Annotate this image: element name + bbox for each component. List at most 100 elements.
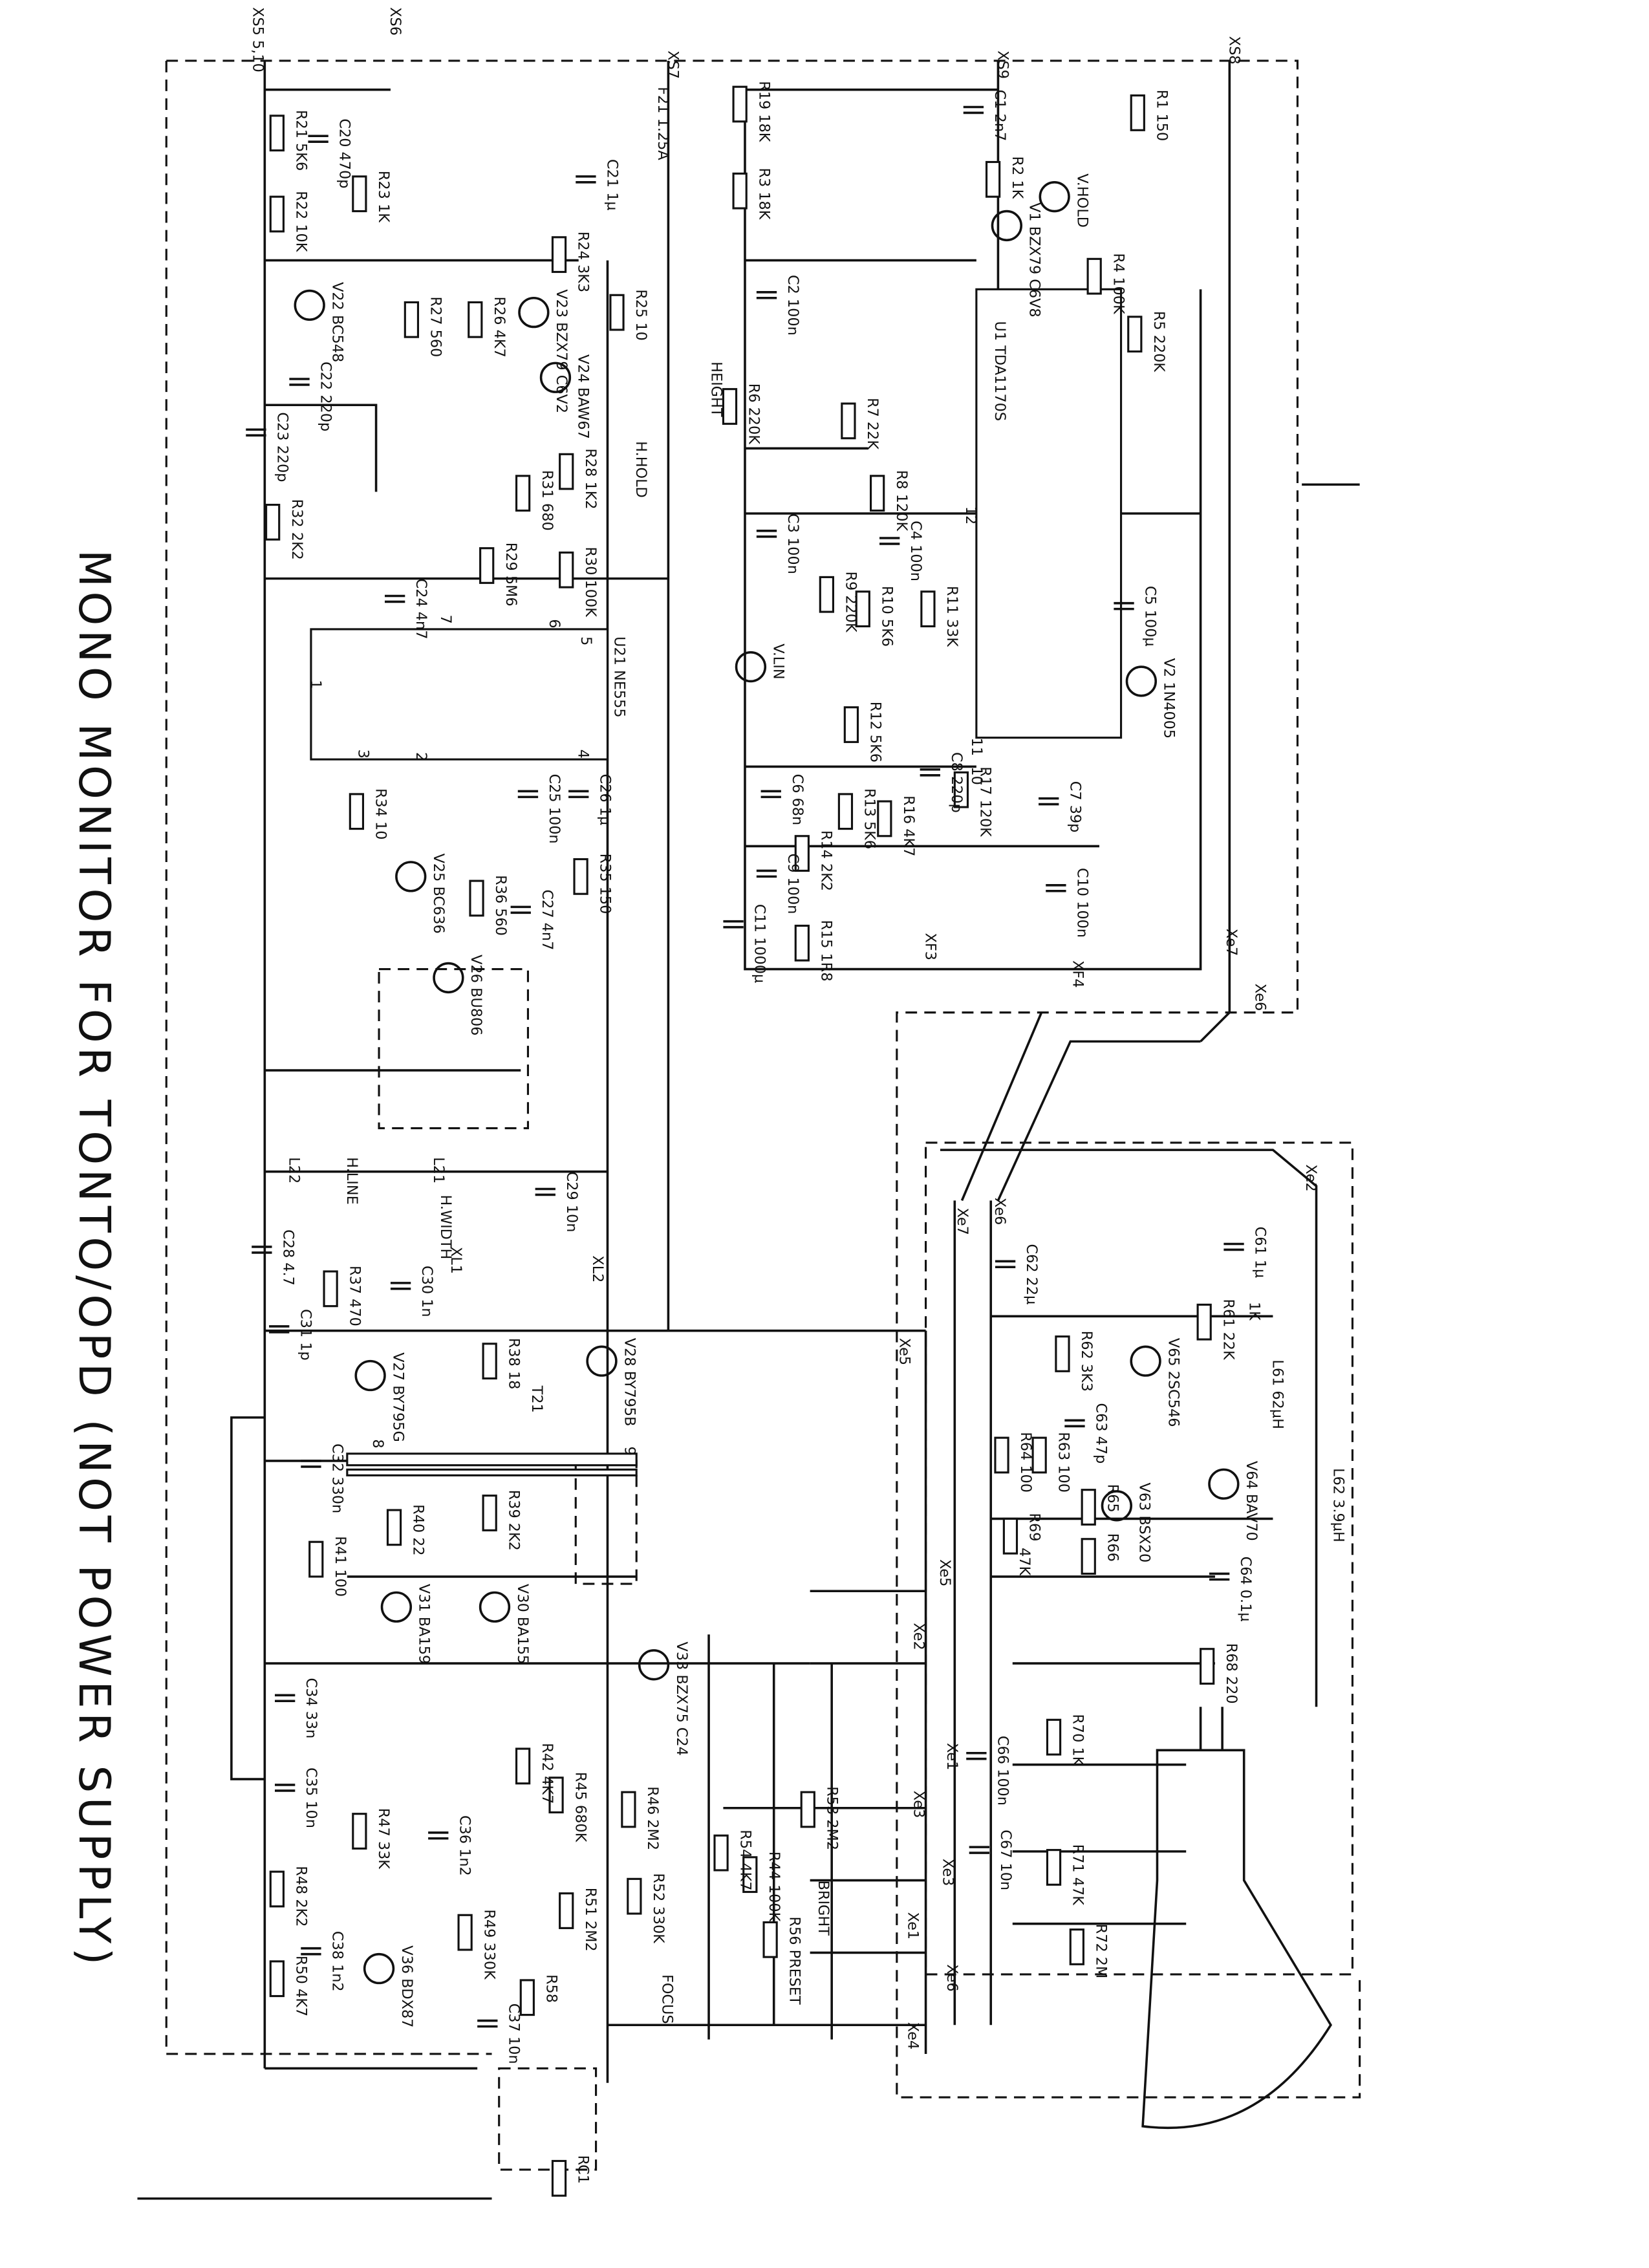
component-label: 9: [621, 1447, 638, 1456]
resistor-symbol: [1081, 1538, 1096, 1575]
component-label: HEIGHT: [708, 362, 725, 417]
capacitor-symbol: [1209, 1572, 1230, 1581]
resistor-symbol: [548, 1777, 564, 1814]
component-label: C36 1n2: [456, 1815, 473, 1876]
ic-u21-label: U21 NE555: [611, 636, 628, 717]
capacitor-symbol: [535, 1187, 555, 1196]
capacitor-symbol: [963, 105, 984, 114]
resistor-symbol: [482, 1495, 497, 1531]
component-label: R16 4K7: [900, 795, 917, 856]
capacitor-symbol: [760, 790, 781, 799]
resistor-symbol: [1031, 1436, 1047, 1474]
capacitor-symbol: [477, 2019, 498, 2028]
capacitor-symbol: [301, 1947, 321, 1956]
component-label: C22 220p: [318, 362, 334, 431]
component-label: Xe5: [936, 1559, 953, 1586]
semiconductor-symbol: [518, 296, 550, 329]
component-label: R71 47K: [1070, 1844, 1086, 1906]
semiconductor-symbol: [1208, 1468, 1240, 1500]
component-label: C26 1µ: [596, 774, 613, 826]
resistor-symbol: [482, 1343, 497, 1380]
component-label: R56 PRESET: [786, 1917, 803, 2005]
semiconductor-symbol: [380, 1591, 413, 1623]
component-label: C21 1µ: [603, 159, 620, 211]
component-label: R63 100: [1055, 1432, 1072, 1493]
component-label: XL1: [447, 1247, 464, 1274]
component-label: C4 100n: [907, 521, 924, 581]
resistor-symbol: [349, 793, 365, 830]
resistor-symbol: [920, 590, 936, 628]
component-label: R29 5M6: [502, 543, 519, 607]
component-label: C32 330n: [329, 1443, 345, 1513]
component-label: Xe6: [1252, 984, 1269, 1011]
component-label: C28 4.7: [279, 1229, 296, 1286]
component-label: FOCUS: [658, 1974, 675, 2024]
capacitor-symbol: [1039, 797, 1059, 806]
component-label: 12: [962, 506, 979, 524]
capacitor-symbol: [576, 175, 596, 184]
resistor-symbol: [551, 236, 567, 274]
resistor-symbol: [269, 1960, 285, 1998]
component-label: 11: [968, 738, 985, 756]
component-label: 10: [968, 766, 985, 784]
component-label: R1 150: [1153, 90, 1170, 142]
resistor-symbol: [837, 793, 854, 830]
component-label: V31 BA159: [416, 1584, 433, 1664]
component-label: C6 68n: [789, 774, 806, 826]
resistor-symbol: [742, 1856, 758, 1894]
semiconductor-symbol: [363, 1952, 395, 1985]
component-label: H.WIDTH: [437, 1194, 454, 1259]
component-label: C11 1000µ: [751, 904, 768, 983]
resistor-symbol: [800, 1791, 815, 1828]
component-label: R48 2K2: [293, 1866, 310, 1927]
component-label: V2 1N4005: [1161, 658, 1178, 739]
resistor-symbol: [877, 800, 892, 837]
semiconductor-symbol: [991, 210, 1022, 242]
component-label: C3 100n: [784, 513, 801, 574]
component-label: C27 4n7: [539, 890, 555, 951]
component-label: Xe1: [905, 1912, 921, 1939]
ic-u1: U1 TDA1170S: [975, 288, 1123, 739]
component-label: XS8: [1225, 36, 1242, 65]
component-label: 5: [577, 636, 594, 645]
component-label: XF3: [922, 933, 939, 960]
component-label: R11 33K: [943, 586, 960, 648]
ic-u1-label: U1 TDA1170S: [991, 321, 1008, 422]
semiconductor-symbol: [586, 1345, 618, 1377]
semiconductor-symbol: [479, 1591, 511, 1623]
resistor-symbol: [1046, 1849, 1062, 1886]
component-label: C24 4n7: [413, 579, 429, 640]
resistor-symbol: [713, 1834, 729, 1872]
component-label: C35 10n: [303, 1767, 319, 1828]
component-label: R8 120K: [893, 470, 910, 532]
capacitor-symbol: [756, 869, 777, 878]
capacitor-symbol: [756, 291, 777, 299]
resistor-symbol: [404, 301, 420, 338]
resistor-symbol: [762, 1921, 778, 1958]
component-label: L62 3.9µH: [1330, 1468, 1346, 1542]
resistor-symbol: [265, 504, 281, 541]
component-label: V.HOLD: [1073, 173, 1090, 228]
component-label: C34 33n: [303, 1678, 319, 1738]
resistor-symbol: [841, 402, 856, 440]
component-label: 3: [355, 750, 372, 759]
resistor-symbol: [515, 1747, 531, 1785]
resistor-symbol: [819, 576, 834, 613]
capacitor-symbol: [879, 537, 900, 545]
component-label: 7: [437, 615, 454, 624]
resistor-symbol: [994, 1436, 1009, 1474]
component-label: V27 BY795G: [389, 1352, 406, 1442]
resistor-symbol: [519, 1979, 535, 2016]
component-label: R36 560: [492, 875, 509, 936]
resistor-symbol: [559, 1892, 574, 1929]
capacitor-symbol: [920, 768, 940, 777]
resistor-symbol: [573, 858, 588, 895]
semiconductor-symbol: [638, 1649, 670, 1681]
component-label: R45 680K: [572, 1772, 588, 1843]
crt-tube: [1141, 1707, 1332, 2130]
component-label: R68 220: [1223, 1643, 1240, 1704]
component-label: R70 1K: [1070, 1714, 1086, 1766]
component-label: R10 5K6: [878, 586, 895, 647]
component-label: RC1: [575, 2155, 592, 2184]
